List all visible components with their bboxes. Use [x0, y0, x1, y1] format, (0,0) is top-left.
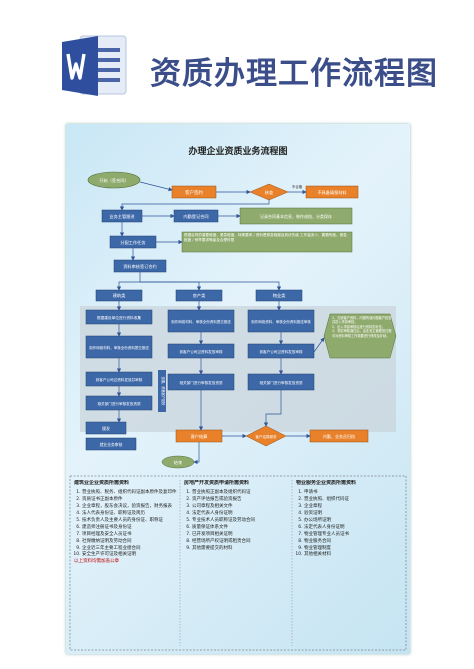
req-item: 质量保证体系文件 [192, 525, 288, 532]
client-service-label: 客户结算服务 [256, 434, 277, 439]
service-label: 客户结算 [191, 433, 208, 440]
issue-box [85, 421, 127, 435]
assign-note-text: 根据合同的重要程度、紧急程度、特殊要求 / 资料是紧急程度及其优先级 工作量多少… [184, 233, 347, 243]
req-construction-heading: 建筑业企业资质所需资料 [74, 480, 130, 486]
service-done-label: 内勤、业务员归档 [323, 433, 355, 439]
internal-register-label: 内勤登记合同 [183, 213, 208, 220]
req-item: 企业章程，股东会决议，验资报告，财务报表 [82, 504, 178, 511]
requirements-property: 物业服务企业资质所需资料 申请书 营业执照、组织代码证 企业章程 验资证明 办公… [296, 480, 404, 648]
req-item: 技术负责人及主要人员的身份证、职称证 [82, 518, 178, 525]
requirements-construction: 建筑业企业资质所需资料 营业执照、税务、组织代码证副本原件及复印件 资质证书正副… [74, 480, 178, 648]
banner-title: 资质办理工作流程图 [150, 56, 438, 92]
branch-construction-label: 建筑类 [113, 292, 126, 299]
req-item: 法定代表人身份证明 [304, 525, 404, 532]
col1-step4-label: 相关部门进行审核发放资质 [97, 401, 141, 406]
req-item: 其他相关材料 [304, 552, 404, 559]
req-property-heading: 物业服务企业资质所需资料 [296, 480, 357, 486]
col2-step3-label: 相关部门进行审核发放资质 [179, 380, 223, 385]
req-item: 验资证明 [304, 511, 404, 518]
req-item: 社保缴纳证明及劳动合同 [82, 539, 178, 546]
col2-step1-label: 制作网络材料，审核全份资料提交报送 [171, 319, 231, 324]
col2-step2-label: 到客户公司过资料发放审核 [179, 349, 223, 354]
col1-step3-label: 到客户公司过资料发放并审核 [96, 377, 143, 382]
biz-contract-label: 业务主管跟进 [109, 213, 135, 220]
start-node [87, 171, 141, 189]
req-item: 专业技术人员职称证及劳动合同 [192, 518, 288, 525]
req-item: 营业执照正副本及组织代码证 [192, 490, 288, 497]
req-item: 法定代表人身份证明 [192, 511, 288, 518]
flow-arrows [116, 181, 325, 465]
material-review-label: 资料审核签订合约 [123, 263, 157, 270]
flowchart: 开始（签合同） 客户签约 核查 不具备填报材料 不合格 业务主管跟进 内勤登记合… [80, 171, 397, 469]
end-label: 结束 [174, 459, 183, 466]
requirements-realestate: 房地产开发资质申请所需资料 营业执照正副本及组织代码证 资产评估报告或验资报告 … [184, 480, 288, 648]
issue2-box [85, 437, 137, 451]
header: 资质办理工作流程图 [0, 0, 474, 118]
assign-label: 分配工作任务 [120, 239, 146, 246]
col3-step1-label: 制作网络资料，审核全份资料报送审核 [251, 319, 311, 324]
branch-property-label: 物业类 [273, 292, 286, 299]
req-item: 资质证书正副本原件 [82, 497, 178, 504]
req-construction-foot: 以上资料均需加盖公章 [74, 559, 119, 565]
branch-realestate-label: 房产类 [193, 292, 206, 299]
issue-label: 颁发 [102, 425, 110, 431]
col1-step2-label: 制作网络材料，审核全份资料提交报送 [89, 345, 149, 350]
word-icon [62, 35, 127, 96]
client-sign-label: 客户签约 [185, 189, 203, 196]
req-item: 公司章程及相关文件 [192, 504, 288, 511]
side-note-box [323, 313, 397, 359]
req-item: 已开发项目相关证明 [192, 532, 288, 539]
col1-step1-label: 根据建设单位进行资料收集 [97, 315, 142, 320]
req-item: 营业执照、组织代码证 [304, 497, 404, 504]
req-item: 法人代表身份证、职称证及简历 [82, 511, 178, 518]
req-item: 其他需要提交的材料 [192, 546, 288, 553]
req-item: 物业服务合同 [304, 539, 404, 546]
req-item: 经营场所产权证明或租赁合同 [192, 539, 288, 546]
fail-return-label: 不具备填报材料 [317, 189, 347, 196]
req-item: 建造师注册证书及身份证 [82, 525, 178, 532]
start-label: 开始（签合同） [99, 177, 128, 184]
req-item: 物业管理专业人员证书 [304, 532, 404, 539]
req-item: 营业执照、税务、组织代码证副本原件及复印件 [82, 490, 178, 497]
side-label-box [158, 370, 166, 412]
req-item: 办公场所证明 [304, 518, 404, 525]
check-label: 核查 [265, 189, 274, 196]
diagram-title: 办理企业资质业务流程图 [188, 147, 288, 157]
req-item: 申请书 [304, 490, 404, 497]
req-item: 项目经理及安全人员证书 [82, 532, 178, 539]
col3-step2-label: 到客户公司过资料发放审核 [259, 349, 303, 354]
document-page: 办理企业资质业务流程图 开始（签合同） 客户签约 核查 不具备填报材料 不合格 … [66, 124, 410, 654]
col3-step3-label: 相关部门进行审核发放资质 [259, 380, 303, 385]
record-info-label: 记录合同基本信息，制作成档，分类保存 [260, 213, 332, 219]
no-pass-label: 不合格 [292, 184, 303, 189]
req-item: 资产评估报告或验资报告 [192, 497, 288, 504]
client-service-diamond [245, 425, 287, 447]
side-label-text: 逾期，资格客户复核 [161, 377, 166, 406]
req-realestate-heading: 房地产开发资质申请所需资料 [184, 480, 250, 486]
req-item: 企业章程 [304, 504, 404, 511]
side-note-text: 1、欠缺客户资料，问题有误问题客户批复并进入事前审核。 2、出入事前审核后进行资… [332, 316, 392, 338]
issue2-label: 就业业务审核 [100, 442, 123, 447]
